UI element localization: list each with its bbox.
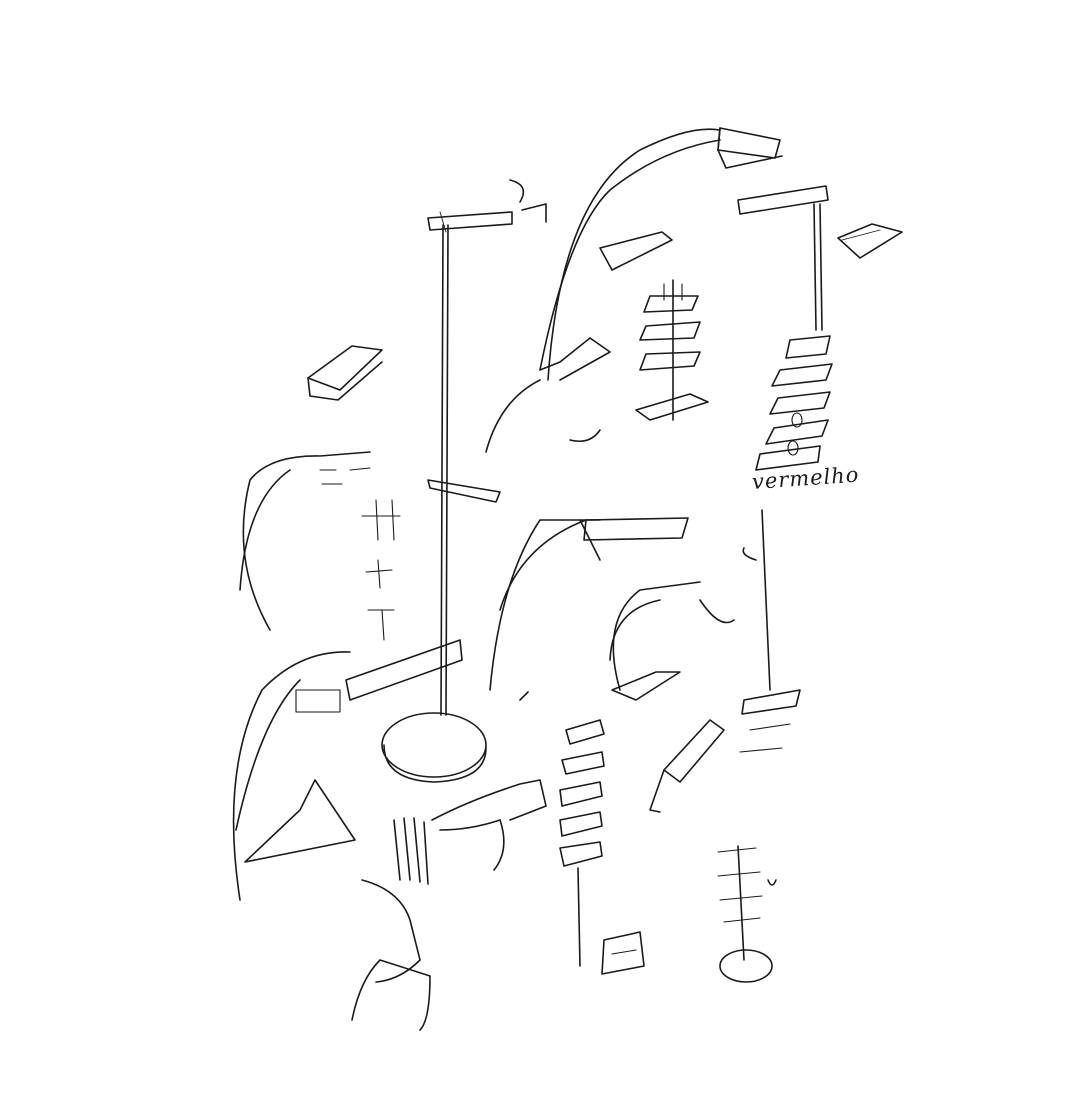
lower-right-beam — [649, 719, 725, 813]
lower-center-tiles — [559, 719, 645, 975]
center-curved-elements — [489, 429, 735, 701]
hand-right — [431, 779, 547, 871]
top-curved-panel — [485, 127, 783, 453]
left-standing-mobile — [381, 179, 547, 783]
left-curved-panel — [239, 451, 401, 641]
center-hanging-tiles — [635, 279, 709, 421]
lower-right-standing-mobile — [717, 845, 777, 983]
hand-left — [351, 817, 431, 1031]
right-suspended-tile — [739, 509, 801, 753]
right-hanging-mobile — [737, 185, 903, 471]
lower-left-panel — [232, 639, 463, 901]
left-floating-plane — [307, 345, 383, 401]
